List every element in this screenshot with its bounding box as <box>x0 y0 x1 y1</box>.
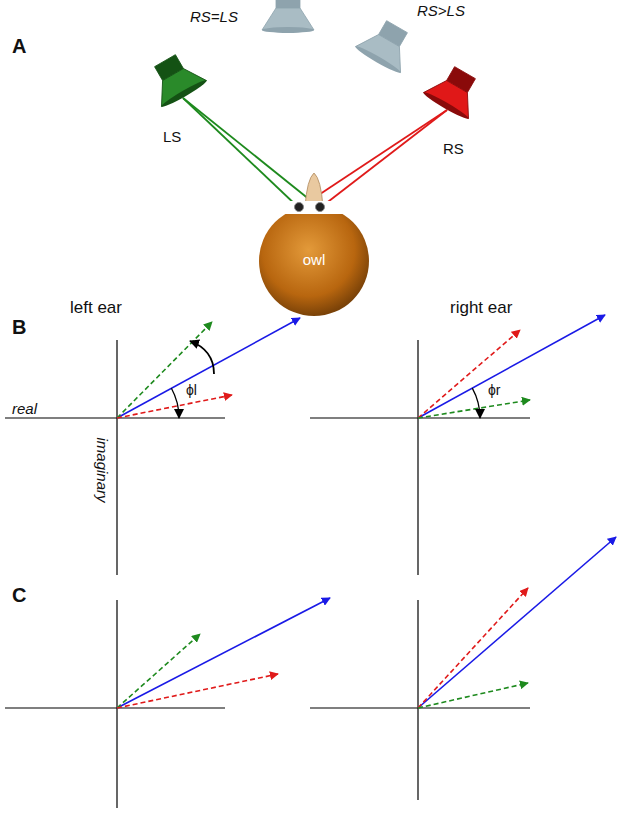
axis-label: real <box>12 400 37 417</box>
owl-head: owl <box>258 205 370 317</box>
sound-path <box>183 98 320 208</box>
left-speaker: LS <box>135 48 215 148</box>
ear-title: right ear <box>450 298 512 318</box>
angle-arcs <box>171 341 480 418</box>
panel-letter: A <box>12 35 26 58</box>
node-label: RS=LS <box>190 8 238 26</box>
ear-title: left ear <box>70 298 122 318</box>
node-label: RS <box>443 140 464 158</box>
right-speaker: RS <box>415 60 495 160</box>
right-speaker-shape <box>415 60 495 135</box>
reference-speaker: RS=LS <box>190 0 320 40</box>
node-label: owl <box>258 251 370 269</box>
node-label: RS>LS <box>417 2 465 20</box>
panel-letter: B <box>12 316 26 339</box>
node-label: LS <box>163 128 181 146</box>
angle-label: ϕr <box>488 382 501 398</box>
left-speaker-shape <box>135 48 215 123</box>
sound-path <box>299 110 447 208</box>
panel-letter: C <box>12 584 26 607</box>
sound-path <box>320 110 447 208</box>
sound-path <box>183 98 299 208</box>
phasor-vectors <box>117 315 616 708</box>
axis-label: imaginary <box>93 437 110 502</box>
axes <box>5 340 530 808</box>
angle-label: ϕl <box>186 382 197 398</box>
